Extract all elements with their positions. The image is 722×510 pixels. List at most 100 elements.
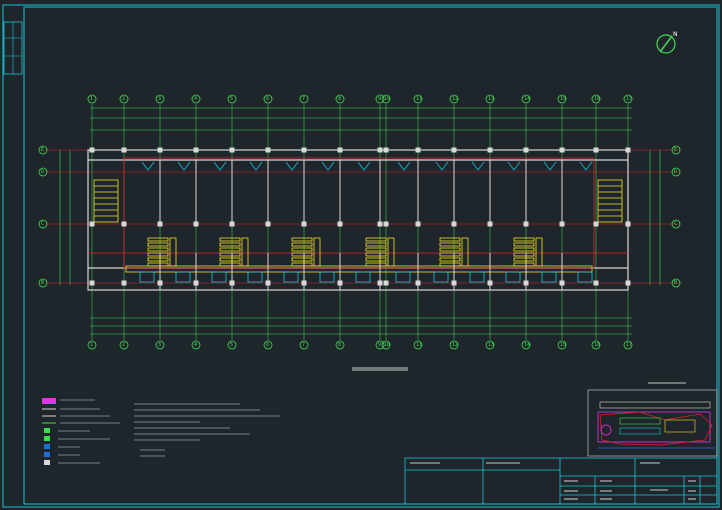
column-marker (559, 147, 565, 153)
outer-frame (2, 4, 720, 508)
axis-bubble (263, 94, 273, 104)
column-marker (229, 221, 235, 227)
column-marker (193, 280, 199, 286)
axis-bubble (155, 340, 165, 350)
column-marker (89, 147, 95, 153)
column-marker (625, 280, 631, 286)
axis-label: 8 (338, 342, 342, 348)
cyan-fixture (141, 161, 155, 171)
axis-label: 16 (594, 96, 601, 102)
axis-bubble (227, 94, 237, 104)
column-marker (157, 221, 163, 227)
axis-label: 15 (560, 96, 567, 102)
column-marker (301, 147, 307, 153)
axis-bubble (299, 94, 309, 104)
axis-bubbles (87, 94, 633, 350)
axis-bubble (299, 340, 309, 350)
axis-label: 12 (452, 342, 459, 348)
stair-left (93, 179, 119, 223)
drawing-title-underline (352, 367, 408, 371)
column-marker (451, 147, 457, 153)
column-marker (593, 280, 599, 286)
axis-label: 15 (560, 342, 567, 348)
side-axis-bubble (38, 278, 48, 288)
side-axis-label: B (41, 280, 45, 286)
axis-label: 13 (488, 342, 495, 348)
cyan-fixture (211, 271, 227, 283)
axis-bubble (557, 94, 567, 104)
column-marker (377, 221, 383, 227)
inner-frame (23, 6, 718, 505)
cyan-fixture (357, 161, 371, 171)
cyan-fixture (283, 271, 299, 283)
axis-grid-horizontal (45, 149, 680, 284)
column-marker (229, 280, 235, 286)
axis-bubble (381, 340, 391, 350)
axis-bubble (191, 340, 201, 350)
cyan-fixture (355, 271, 371, 283)
column-marker (89, 221, 95, 227)
column-marker (593, 221, 599, 227)
side-axis-label: C (674, 221, 678, 227)
side-axis-label: E (674, 147, 678, 153)
column-marker (415, 147, 421, 153)
axis-bubble (119, 340, 129, 350)
axis-label: 4 (194, 342, 198, 348)
stair-right (597, 179, 623, 223)
axis-label: 10 (384, 342, 391, 348)
axis-bubble (335, 94, 345, 104)
axis-label: 1 (90, 342, 94, 348)
title-block-text (410, 462, 696, 500)
axis-label: 9 (378, 96, 382, 102)
column-marker (487, 221, 493, 227)
side-axis-bubble (38, 145, 48, 155)
axis-grid-vertical (91, 104, 629, 340)
side-axis-bubble (38, 219, 48, 229)
axis-bubble (335, 340, 345, 350)
column-marker (337, 147, 343, 153)
axis-label: 17 (626, 96, 633, 102)
top-dimension-lines (90, 107, 632, 131)
axis-label: 12 (452, 96, 459, 102)
column-marker (383, 147, 389, 153)
axis-label: 7 (302, 342, 306, 348)
side-axis-bubble (671, 145, 681, 155)
column-marker (593, 147, 599, 153)
cyan-fixture (433, 271, 449, 283)
axis-bubble (449, 340, 459, 350)
axis-label: 17 (626, 342, 633, 348)
cyan-fixture (319, 271, 335, 283)
axis-bubble (449, 94, 459, 104)
room-partitions (159, 160, 563, 290)
cyan-fixture (541, 271, 557, 283)
column-marker (523, 221, 529, 227)
axis-bubble (87, 340, 97, 350)
axis-bubble (521, 340, 531, 350)
side-axis-bubbles (38, 145, 681, 288)
column-marker (415, 221, 421, 227)
axis-label: 2 (122, 96, 126, 102)
column-marker (229, 147, 235, 153)
column-marker (559, 280, 565, 286)
axis-bubble (375, 94, 385, 104)
axis-label: 9 (378, 342, 382, 348)
cyan-fixture (321, 161, 335, 171)
axis-bubble (413, 94, 423, 104)
column-markers (89, 147, 631, 286)
axis-bubble (263, 340, 273, 350)
side-axis-label: B (674, 280, 678, 286)
axis-bubble (381, 94, 391, 104)
column-marker (193, 147, 199, 153)
cyan-fixture (175, 271, 191, 283)
side-axis-label: D (674, 169, 678, 175)
axis-bubble (521, 94, 531, 104)
cyan-fixture (397, 161, 411, 171)
column-marker (265, 147, 271, 153)
axis-label: 11 (416, 96, 423, 102)
fixture-stack (291, 237, 321, 267)
side-axis-bubble (38, 167, 48, 177)
column-marker (337, 280, 343, 286)
column-marker (157, 147, 163, 153)
column-marker (451, 221, 457, 227)
column-marker (89, 280, 95, 286)
